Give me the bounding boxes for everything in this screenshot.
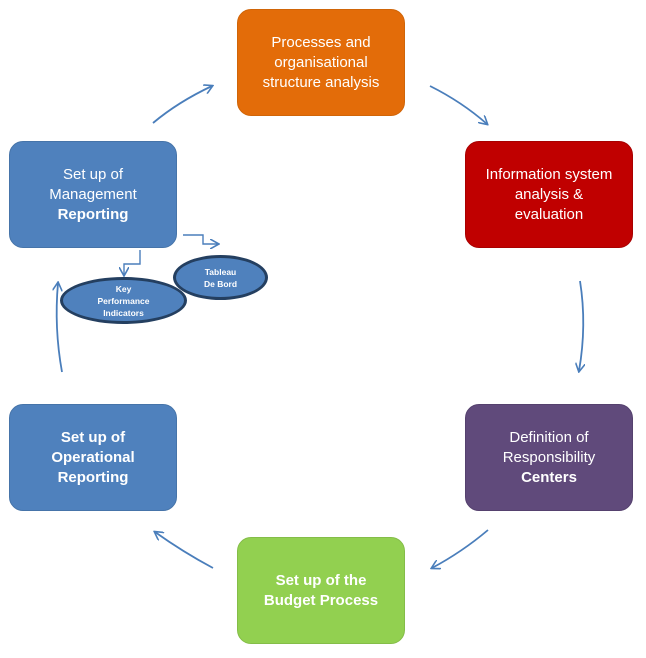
box-line: Reporting: [57, 205, 129, 223]
box-line: organisational: [274, 53, 368, 71]
arrow-responsibility-to-budget: [432, 529, 489, 568]
tableau-de-bord-ellipse: Tableau De Bord: [173, 255, 268, 300]
box-line: Budget Process: [263, 591, 379, 609]
budget-process-box: Set up of the Budget Process: [237, 537, 405, 644]
box-line: Definition of: [509, 428, 589, 446]
responsibility-centers-box: Definition of Responsibility Centers: [465, 404, 633, 511]
box-line: Reporting: [57, 468, 129, 486]
arrow-management-to-tableau: [183, 234, 218, 244]
key-performance-indicators-ellipse: Key Performance Indicators: [60, 277, 187, 324]
box-line: Responsibility: [502, 448, 596, 466]
box-line: Set up of the: [275, 571, 367, 589]
arrow-management-to-kpi: [124, 250, 141, 275]
ellipse-line: Performance: [97, 295, 150, 306]
arrow-operational-to-management: [57, 283, 62, 373]
box-line: Management: [49, 185, 137, 203]
operational-reporting-box: Set up of Operational Reporting: [9, 404, 177, 511]
arrow-budget-to-operational: [155, 532, 214, 569]
box-line: Centers: [521, 468, 577, 486]
box-line: evaluation: [514, 205, 584, 223]
arrow-info-to-responsibility: [579, 280, 583, 371]
box-line: Information system: [485, 165, 613, 183]
information-system-box: Information system analysis & evaluation: [465, 141, 633, 248]
box-line: Set up of: [60, 428, 126, 446]
ellipse-line: Key: [115, 283, 132, 294]
box-line: Operational: [51, 448, 135, 466]
ellipse-line: Indicators: [103, 307, 144, 318]
box-line: Set up of: [62, 165, 124, 183]
box-line: Processes and: [271, 33, 371, 51]
ellipse-line: Tableau: [204, 266, 237, 277]
box-line: structure analysis: [262, 73, 380, 91]
management-reporting-box: Set up of Management Reporting: [9, 141, 177, 248]
arrow-processes-to-info: [429, 85, 487, 124]
arrow-management-to-processes: [152, 86, 212, 124]
ellipse-line: De Bord: [203, 278, 238, 289]
box-line: analysis &: [514, 185, 584, 203]
processes-analysis-box: Processes and organisational structure a…: [237, 9, 405, 116]
